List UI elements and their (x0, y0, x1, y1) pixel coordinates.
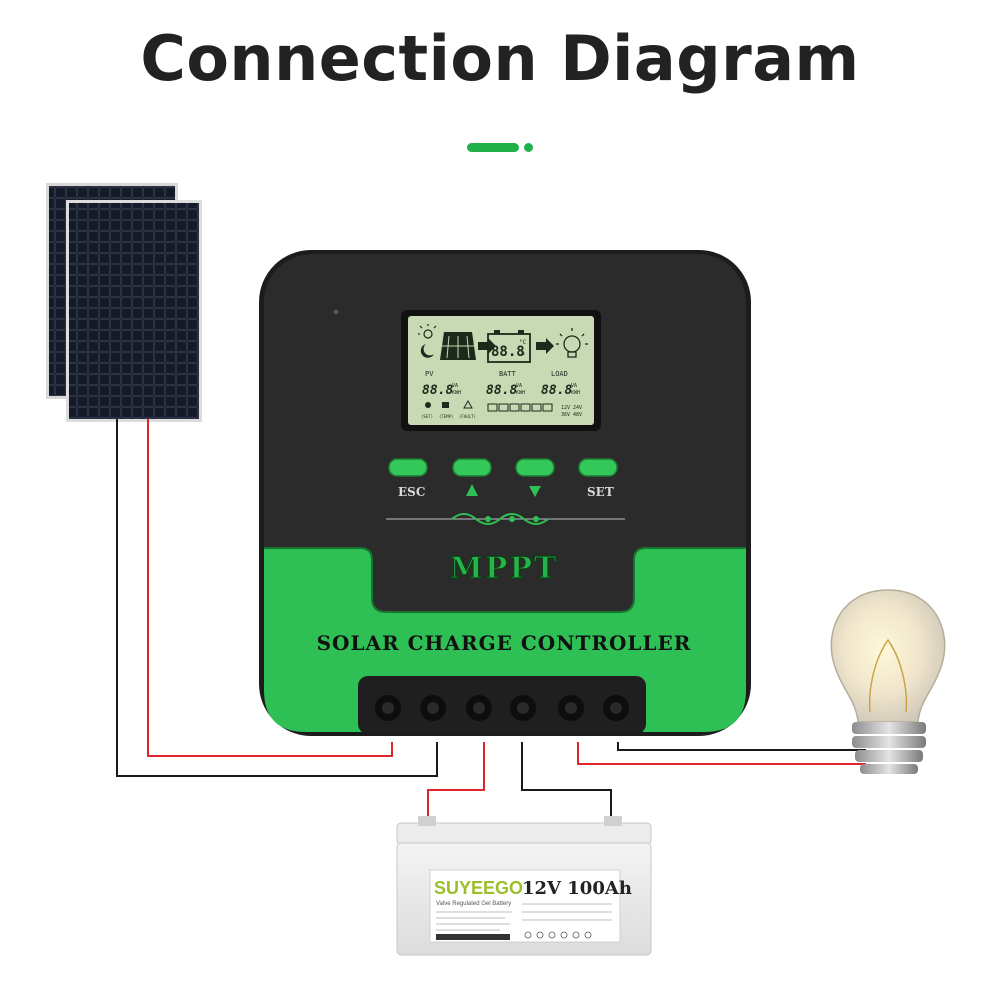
battery-spec-lines (436, 903, 612, 931)
controller-buttons: ESC SET (388, 458, 618, 499)
lightbulb-load (830, 589, 946, 774)
set-button-label: SET (587, 485, 614, 499)
battery-brand: SUYEEGO (434, 878, 523, 898)
lightbulb-lcd-icon (556, 328, 588, 358)
esc-button[interactable] (388, 458, 428, 477)
title-accent-dot (524, 143, 533, 152)
indicator-hole (333, 309, 339, 315)
battery-negative-wire (521, 742, 612, 826)
set-button[interactable] (578, 458, 618, 477)
arrow-right-icon-2 (536, 338, 554, 354)
terminal-pv-negative (420, 695, 446, 721)
center-reading: 88.8 (491, 344, 525, 360)
center-unit-bottom: % (521, 350, 525, 357)
night-moon-icon (420, 344, 434, 358)
down-arrow-icon (529, 486, 541, 497)
battery: SUYEEGO 12V 100Ah Valve Regulated Gel Ba… (396, 816, 652, 956)
load-reading: 88.8 (541, 383, 572, 398)
warning-icon (463, 399, 473, 409)
status-2-label: (TEMP) (439, 414, 453, 419)
batt-label: BATT (499, 370, 517, 378)
terminal-battery-positive (466, 695, 492, 721)
certification-icons (524, 931, 592, 939)
mppt-label: MPPT (450, 551, 559, 586)
load-label: LOAD (551, 370, 568, 378)
status-1-label: (SET) (421, 414, 433, 419)
esc-button-label: ESC (398, 485, 425, 499)
pv-unit-bottom: KWH (452, 390, 461, 396)
solar-panel-lcd-icon (440, 332, 476, 360)
pv-unit-top: VA (452, 383, 458, 389)
terminal-pv-positive (375, 695, 401, 721)
ornament-divider (386, 513, 625, 525)
pv-label: PV (425, 370, 434, 378)
lcd-display: 88.8 °C % PV BATT LOAD 88.8 VA KWH 88.8 … (401, 310, 601, 431)
pv-negative-wire (116, 419, 438, 777)
status-dot-icon (425, 402, 431, 408)
batt-unit-top: VA (516, 383, 522, 389)
battery-level-segments (487, 403, 553, 412)
battery-negative-post (604, 816, 622, 826)
pv-positive-wire (147, 419, 393, 757)
page-title: Connection Diagram (140, 22, 860, 95)
battery-warning-strip (436, 934, 510, 940)
battery-spec: 12V 100Ah (522, 878, 632, 899)
load-unit-top: VA (571, 383, 577, 389)
terminal-load-positive (558, 695, 584, 721)
load-unit-bottom: KWH (571, 390, 580, 396)
wiring (116, 419, 866, 826)
battery-lcd-icon (487, 330, 531, 363)
down-button[interactable] (515, 458, 555, 477)
terminal-battery-negative (510, 695, 536, 721)
battery-positive-wire (427, 742, 485, 826)
arrow-right-icon (478, 338, 496, 354)
controller-front-label: SOLAR CHARGE CONTROLLER (317, 631, 692, 655)
battery-subtitle: Valve Regulated Gel Battery (436, 901, 511, 907)
center-unit-top: °C (519, 339, 527, 346)
load-positive-wire (577, 742, 866, 765)
batt-reading: 88.8 (486, 383, 517, 398)
voltage-row-1: 12V 24V (561, 405, 582, 411)
up-arrow-icon (466, 484, 478, 496)
voltage-row-2: 36V 48V (561, 412, 582, 418)
terminal-block (358, 676, 646, 734)
pv-sun-icon (418, 324, 437, 339)
terminal-load-negative (603, 695, 629, 721)
status-3-label: (FAULT) (459, 414, 476, 419)
battery-positive-post (418, 816, 436, 826)
title-accent-bar (467, 143, 519, 152)
solar-panel-front (66, 200, 202, 422)
up-button[interactable] (452, 458, 492, 477)
thermometer-icon (442, 402, 449, 408)
load-negative-wire (617, 742, 866, 751)
batt-unit-bottom: KWH (516, 390, 525, 396)
pv-reading: 88.8 (422, 383, 453, 398)
